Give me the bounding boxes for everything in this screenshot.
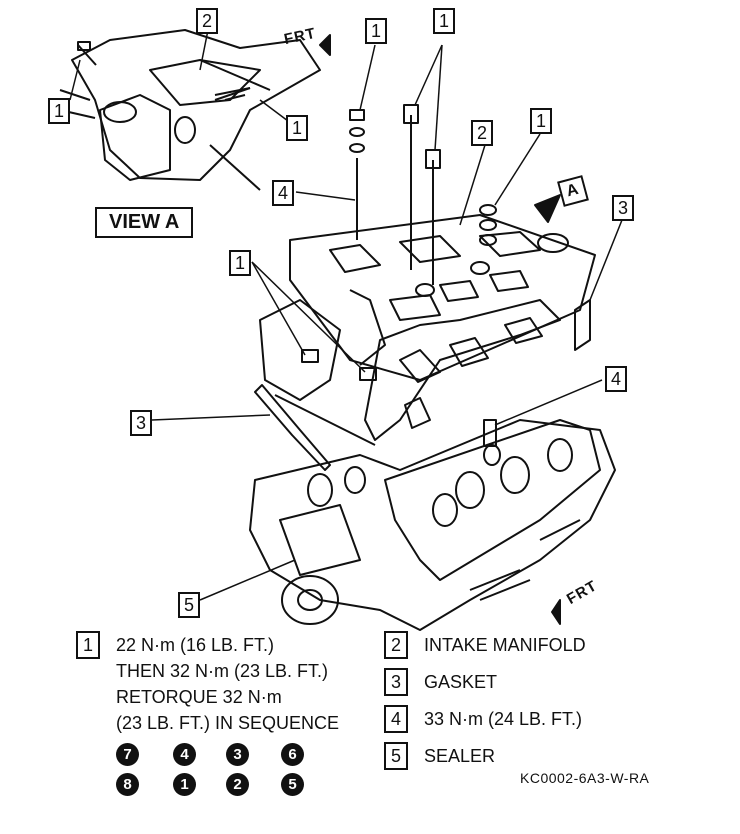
callout-sealer: 5 [178,592,200,618]
legend-text-3: GASKET [424,672,498,692]
legend-text-2: INTAKE MANIFOLD [424,635,586,655]
sequence-mark: 1 [173,773,196,796]
legend-num-1: 1 [76,631,100,659]
intake-manifold [259,214,596,401]
legend-num-2: 2 [384,631,408,659]
view-a-label: VIEW A [95,207,194,238]
callout-side-bolts: 1 [229,250,251,276]
sequence-mark: 5 [281,773,304,796]
engine-block [249,419,616,631]
callout-view-a-intake: 2 [196,8,218,34]
figure-code: KC0002-6A3-W-RA [520,770,650,786]
legend-num-5: 5 [384,742,408,770]
legend-1-line-1: 22 N·m (16 LB. FT.) [116,635,275,655]
callout-top-studs: 1 [433,8,455,34]
legend-text-5: SEALER [424,746,496,766]
sequence-mark: 7 [116,743,139,766]
callout-right-gasket: 3 [612,195,634,221]
sequence-mark: 6 [281,743,304,766]
studs-and-bolts [214,87,497,447]
view-a-inset [59,29,321,191]
legend-1-line-4: (23 LB. FT.) IN SEQUENCE [116,713,340,733]
callout-right-nut: 1 [530,108,552,134]
legend-text-1: 22 N·m (16 LB. FT.) THEN 32 N·m (23 LB. … [116,632,339,736]
gasket-left [254,384,376,471]
callout-view-a-stud: 1 [286,115,308,141]
sequence-mark: 4 [173,743,196,766]
callout-left-gasket: 3 [130,410,152,436]
callout-top-nut: 1 [365,18,387,44]
callout-head-stud: 4 [605,366,627,392]
gasket-right [364,299,591,441]
callout-long-bolt: 4 [272,180,294,206]
legend-num-4: 4 [384,705,408,733]
sequence-mark: 8 [116,773,139,796]
callout-intake-manifold: 2 [471,120,493,146]
leader-lines [69,29,623,601]
legend-1-line-2: THEN 32 N·m (23 LB. FT.) [116,661,329,681]
sequence-mark: 3 [226,743,249,766]
legend-text-4: 33 N·m (24 LB. FT.) [424,709,583,729]
sequence-mark: 2 [226,773,249,796]
frt-arrows [319,34,561,625]
legend-1-line-3: RETORQUE 32 N·m [116,687,282,707]
callout-view-a-bolt: 1 [48,98,70,124]
legend-num-3: 3 [384,668,408,696]
